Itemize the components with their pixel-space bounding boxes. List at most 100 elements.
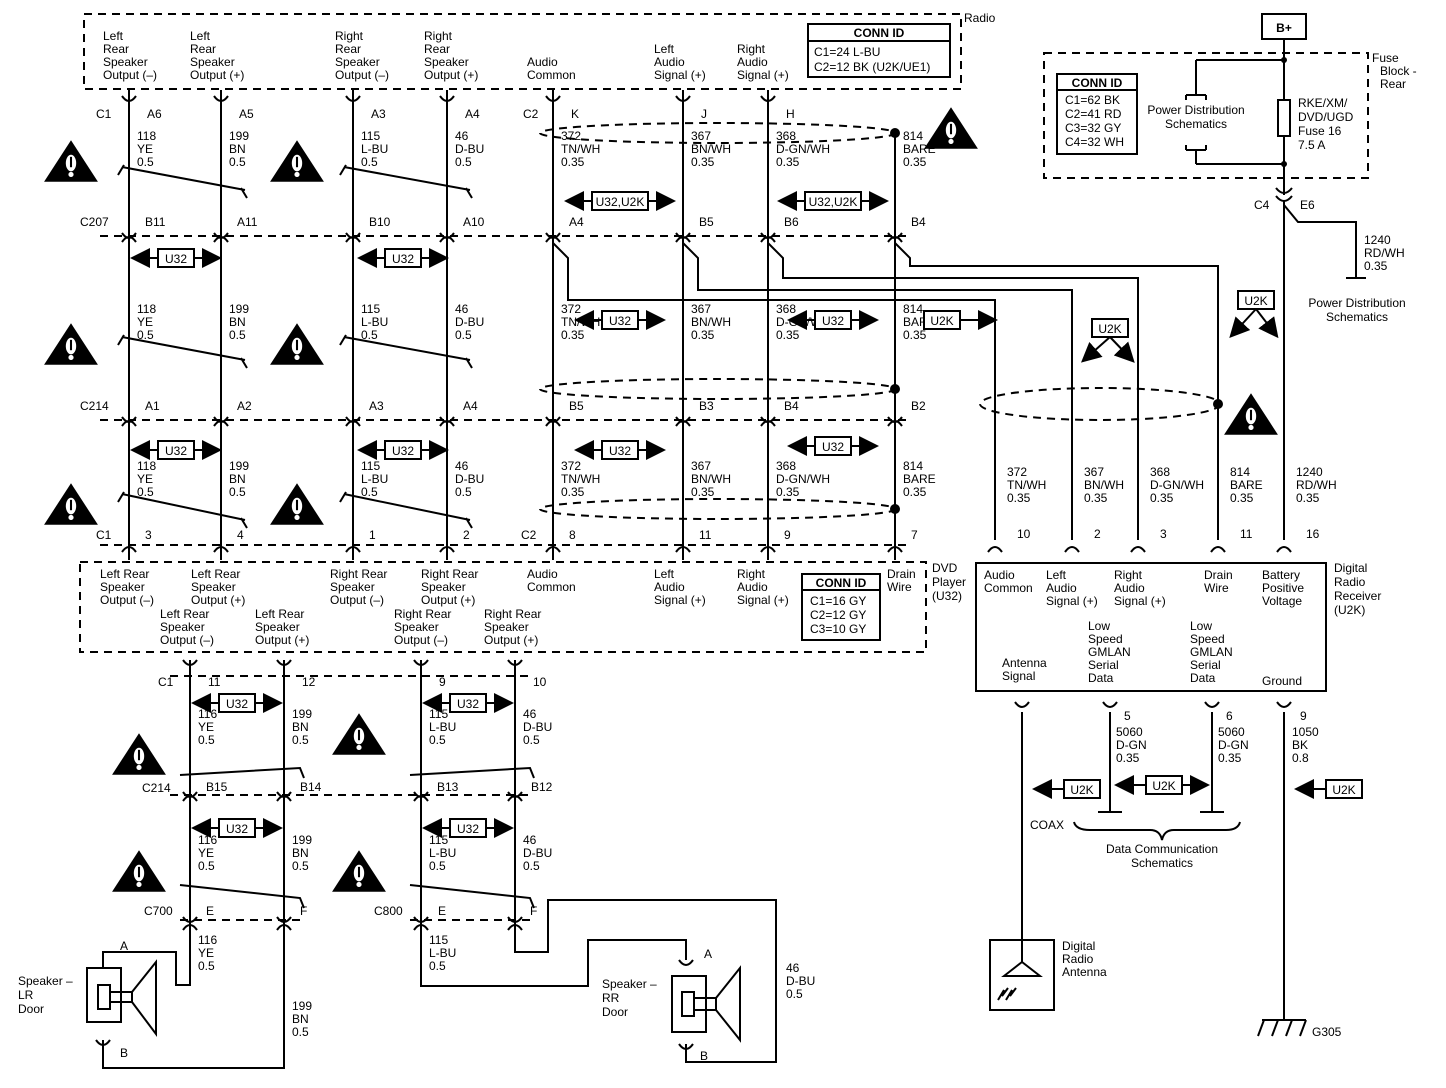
dvd-terminal-label: Right Rear: [421, 567, 478, 581]
receiver-terminal-label: Right: [1114, 568, 1143, 582]
receiver-terminal-label: Speed: [1190, 632, 1225, 646]
option-tag-label: U32: [392, 444, 414, 458]
main-wire-bundle: [117, 90, 1223, 560]
dvd-terminal-label: Output (–): [330, 593, 384, 607]
option-tag-label: U32: [226, 822, 248, 836]
wire-label: 372: [561, 129, 581, 143]
wire-label: L-BU: [429, 720, 456, 734]
pin-label: 10: [1017, 527, 1031, 541]
receiver-terminal-label: Ground: [1262, 674, 1302, 688]
wire-labels: 118YE0.5199BN0.5115L-BU0.546D-BU0.5372TN…: [137, 129, 936, 499]
radio-terminal-label: Left: [190, 29, 211, 43]
pin-label: E: [206, 904, 214, 918]
warning-triangle-icon: [268, 322, 326, 366]
wire-label: D-GN/WH: [776, 472, 830, 486]
dvd-terminal-label: Left Rear: [100, 567, 149, 581]
shield-ellipse: [539, 498, 897, 520]
pin-label: B4: [784, 399, 799, 413]
connector-symbol: [213, 236, 229, 243]
pin-label: 11: [1240, 527, 1253, 541]
wire-label: 0.5: [292, 1025, 309, 1039]
wire-label: 199: [292, 707, 312, 721]
pin-label: 16: [1306, 527, 1320, 541]
connector-symbol: [345, 546, 361, 553]
speaker-label: Door: [602, 1005, 628, 1019]
wire-label: D-BU: [455, 142, 484, 156]
radio-terminal-label: Signal (+): [654, 68, 706, 82]
wire-label: 199: [229, 302, 249, 316]
fuse-conn-id-line: C1=62 BK: [1065, 93, 1120, 107]
connector-symbol: [1014, 701, 1030, 708]
receiver-title: Radio: [1334, 575, 1366, 589]
wire-label: BARE: [903, 472, 936, 486]
twist-mark: [339, 334, 473, 369]
wire-label: 0.35: [903, 328, 927, 342]
fuse-conn-id-line: C2=41 RD: [1065, 107, 1122, 121]
wire-label: 0.5: [229, 485, 246, 499]
receiver-terminal-label: Positive: [1262, 581, 1304, 595]
receiver-wire-label: BARE: [1230, 478, 1263, 492]
dvd-terminal-label: Right Rear: [394, 607, 451, 621]
antenna-icon: [1001, 960, 1043, 977]
receiver-wire-label: 0.35: [1230, 491, 1254, 505]
dvd-terminal-label: Right Rear: [330, 567, 387, 581]
connector-symbol: [121, 236, 137, 243]
wire-label: 0.5: [137, 328, 154, 342]
fuse-block-title: Fuse: [1372, 51, 1399, 65]
receiver-wire-label: 814: [1230, 465, 1250, 479]
wire-label: BN/WH: [691, 315, 731, 329]
wire-label: 367: [691, 129, 711, 143]
dvd-terminal-label: Speaker: [330, 580, 375, 594]
pin-label: B13: [437, 780, 459, 794]
connector-symbol: [1102, 701, 1118, 708]
option-tag-label: U32: [457, 697, 479, 711]
dvd-terminal-label: Output (+): [484, 633, 538, 647]
wire-label: L-BU: [361, 472, 388, 486]
twist-mark: [339, 491, 473, 529]
option-tag-label: U32: [457, 822, 479, 836]
connector-name: C214: [80, 399, 109, 413]
connector-symbol: [507, 924, 523, 931]
wire-label: 0.5: [523, 733, 540, 747]
option-tag-label: U32,U2K: [809, 195, 858, 209]
connector-symbol: [987, 546, 1003, 553]
twist-mark: [117, 164, 248, 199]
fuse-conn-id-header: CONN ID: [1072, 76, 1123, 90]
connector-symbol: [887, 236, 903, 243]
dvd-terminal-label: Drain: [887, 567, 916, 581]
radio-terminal-label: Speaker: [103, 55, 148, 69]
wire-label: 118: [137, 459, 156, 473]
connector-symbol: [887, 546, 903, 553]
receiver-terminal-label: Low: [1088, 619, 1110, 633]
option-tag-label: U32: [165, 444, 187, 458]
wire-label: 368: [776, 459, 796, 473]
wire-label: 367: [691, 302, 711, 316]
wire-label: D-BU: [523, 720, 552, 734]
connector-symbol: [545, 236, 561, 243]
pin-label: B14: [300, 780, 322, 794]
radio-terminal-label: Speaker: [190, 55, 235, 69]
pin-label: H: [786, 107, 795, 121]
receiver-terminal-label: Audio: [1114, 581, 1145, 595]
pin-label: A4: [465, 107, 480, 121]
wire-label: 115: [361, 459, 380, 473]
speaker-label: Door: [18, 1002, 44, 1016]
connector-symbol: [1064, 546, 1080, 553]
dvd-terminal-label: Speaker: [394, 620, 439, 634]
connector-symbol: [121, 95, 137, 102]
option-tag-label: U32: [392, 252, 414, 266]
pin-label: 11: [208, 675, 221, 689]
pin-label: 5: [1124, 709, 1131, 723]
pin-label: 3: [1160, 527, 1167, 541]
radio-terminal-label: Right: [335, 29, 364, 43]
radio-terminal-label: Audio: [737, 55, 768, 69]
connector-symbol: [760, 95, 776, 102]
connector-symbol: [182, 916, 198, 923]
twist-mark: [179, 884, 305, 909]
receiver-terminal-label: Common: [984, 581, 1033, 595]
receiver-terminal-label: Audio: [1046, 581, 1077, 595]
wire-label: 0.5: [523, 859, 540, 873]
fuse-conn-id-line: C3=32 GY: [1065, 121, 1121, 135]
fuse-pin-label: E6: [1300, 198, 1315, 212]
connector-symbol: [675, 420, 691, 427]
